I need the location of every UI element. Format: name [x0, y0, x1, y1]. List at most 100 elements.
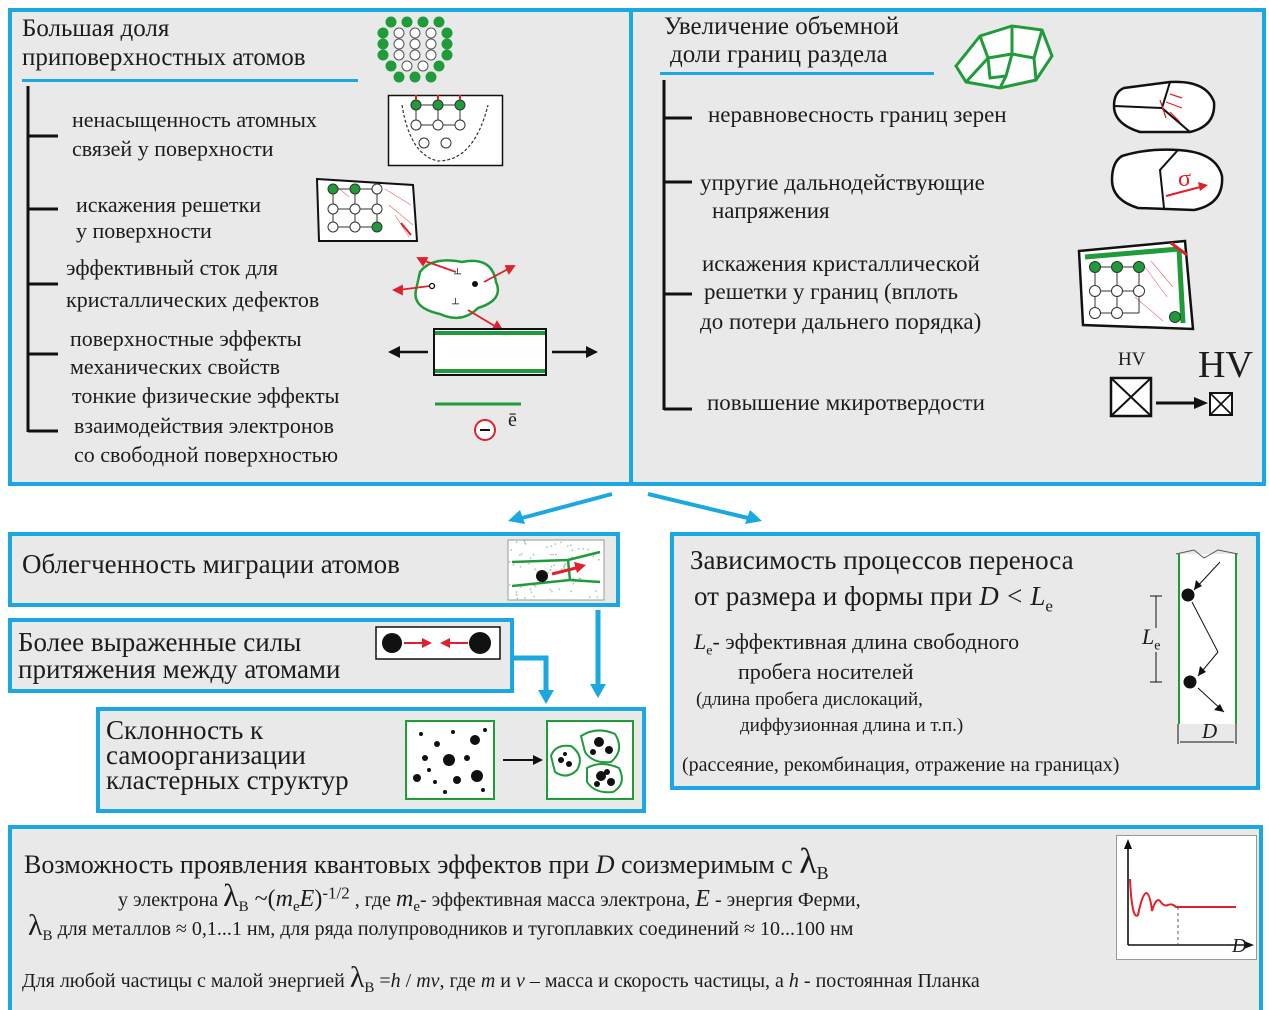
quantum-line3: λB для металлов ≈ 0,1...1 нм, для ряда п… [28, 909, 854, 944]
le-definition-line2: пробега носителей [738, 659, 914, 684]
svg-text:┴: ┴ [453, 267, 462, 280]
right-panel-title-line2: доли границ раздела [670, 41, 888, 68]
atom-cluster-icon [377, 16, 453, 83]
attraction-figure [375, 626, 501, 660]
le-symbol: L [694, 629, 707, 654]
fig-le-symbol: L [1142, 624, 1155, 649]
left-item-3-line1: эффективный сток для [66, 255, 279, 280]
left-title-underline [22, 79, 358, 82]
right-item-2-line1: упругие дальнодействующие [700, 170, 985, 195]
q4-slash: / [400, 970, 417, 992]
q4-text-e: - постоянная Планка [798, 970, 980, 992]
transport-condition-sub: e [1045, 596, 1053, 616]
grain-network-icon [954, 24, 1054, 90]
graph-d-label: D [1232, 935, 1247, 957]
left-item-2-line1: искажения решетки [76, 192, 262, 217]
transport-line2: от размера и формы при D < Le [694, 581, 1053, 616]
fig-le-sub: e [1154, 638, 1161, 654]
right-item-3-line2: решетки у границ (вплоть [704, 279, 959, 304]
q2-e2: E [695, 886, 710, 912]
q2-lambda-sub: B [238, 899, 249, 915]
migration-figure [507, 539, 605, 601]
quantum-oscillation-graph [1116, 835, 1257, 960]
mechanical-tension-figure [388, 328, 598, 376]
transport-line2-text: от размера и формы при [694, 581, 980, 611]
down-arrows [514, 610, 606, 704]
left-panel-title-line1: Большая доля [22, 15, 170, 42]
le-definition-line1: Le- эффективная длина свободного [694, 630, 1019, 659]
q4-and: и [495, 970, 516, 992]
q2-text-a: у электрона [118, 889, 224, 911]
quantum-title-d: D [595, 850, 615, 879]
quantum-lambda: λ [799, 841, 817, 881]
q4-m: m [480, 970, 496, 992]
quantum-line2: у электрона λB ~(meE)-1/2 , где me- эффе… [118, 878, 861, 915]
microhardness-figure [1109, 376, 1233, 418]
right-panel-title-line1: Увеличение объемной [664, 13, 899, 40]
right-item-1-line1: неравновесность границ зерен [708, 102, 1007, 127]
selforg-line1: Склонность к [106, 715, 264, 745]
q4-h2: h [788, 970, 799, 992]
cluster-formation-figure [405, 720, 634, 800]
q2-text-d: - энергия Ферми, [709, 889, 861, 911]
q4-mv: mv [416, 970, 440, 992]
left-item-5-line2: взаимодействия электронов [74, 413, 335, 438]
transport-line1: Зависимость процессов переноса [690, 545, 1074, 575]
q4-text-a: Для любой частицы с малой энергией [22, 970, 350, 992]
unsaturated-bonds-figure [387, 94, 504, 167]
left-item-1-line1: ненасыщенность атомных [72, 107, 317, 132]
q4-v: v [515, 970, 525, 992]
q4-lambda-sub: B [364, 980, 375, 996]
left-item-4-line2: механических свойств [70, 354, 281, 379]
right-item-3-line3: до потери дальнего порядка) [700, 309, 982, 334]
lattice-distortion-figure [315, 177, 419, 242]
electron-surface-figure [435, 402, 521, 441]
right-title-underline [660, 72, 934, 75]
surface-atoms-panel [8, 8, 633, 486]
quantum-lambda-sub: B [816, 863, 829, 884]
q2-text-b: , где [349, 889, 396, 911]
q2-lambda: λ [223, 877, 239, 913]
q4-lambda: λ [349, 961, 365, 994]
selforg-line3: кластерных структур [106, 765, 349, 795]
quantum-title-text: Возможность проявления квантовых эффекто… [24, 850, 596, 879]
quantum-title: Возможность проявления квантовых эффекто… [24, 842, 829, 884]
split-arrows [508, 492, 762, 524]
le-paren-line1: (длина пробега дислокаций, [696, 689, 923, 710]
sigma-label: σ [1178, 166, 1191, 192]
svg-text:┴: ┴ [451, 297, 460, 310]
q4-eq: = [374, 970, 391, 992]
hv-small-label: HV [1118, 349, 1146, 370]
defect-sink-figure: ┴ ┴ [391, 257, 516, 332]
le-symbol-sub: e [706, 643, 713, 659]
left-item-2-line2: у поверхности [76, 218, 212, 243]
left-item-1-line2: связей у поверхности [72, 136, 274, 161]
left-item-3-line2: кристаллических дефектов [66, 287, 320, 312]
q2-m2: m [395, 886, 414, 912]
mean-free-path-figure [1150, 549, 1239, 744]
hv-large-label: HV [1198, 344, 1253, 386]
q4-text-c: , где [439, 970, 481, 992]
left-item-5-line3: со свободной поверхностью [74, 442, 339, 467]
right-item-3-line1: искажения кристаллической [702, 251, 980, 276]
q3-lambda: λ [28, 909, 43, 942]
fig-le-label: Le [1142, 625, 1160, 654]
quantum-line4: Для любой частицы с малой энергией λB =h… [22, 961, 980, 996]
quantum-box [8, 825, 1263, 1010]
transport-condition: D < L [979, 581, 1046, 611]
boundary-distortion-figure [1077, 239, 1195, 331]
left-item-4-line1: поверхностные эффекты [70, 326, 302, 351]
quantum-title-text2: соизмеримым с [614, 850, 800, 879]
right-bracket [662, 80, 692, 411]
le-definition-text: - эффективная длина свободного [712, 629, 1020, 654]
elastic-stress-figure [1110, 148, 1224, 212]
left-bracket [26, 86, 58, 433]
q2-m: m [275, 886, 293, 912]
q2-formula-open: ~( [248, 886, 276, 912]
q4-h: h [390, 970, 401, 992]
q3-text: для металлов ≈ 0,1...1 нм, для ряда полу… [52, 918, 854, 940]
q2-exponent: -1/2 [322, 883, 350, 903]
attraction-line1: Более выраженные силы [18, 627, 302, 657]
left-item-5-line1: тонкие физические эффекты [72, 383, 340, 408]
electron-label: ē [508, 409, 517, 431]
